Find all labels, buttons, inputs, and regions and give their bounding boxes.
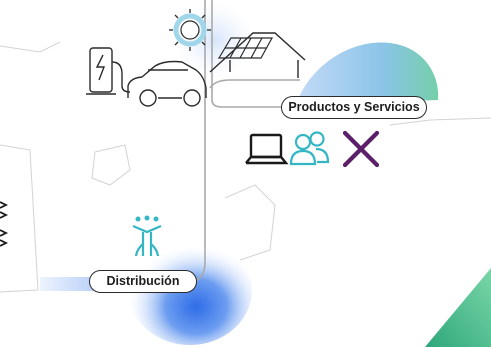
laptop-icon — [245, 133, 289, 165]
users-icon — [289, 131, 330, 166]
distribution-label: Distribución — [89, 270, 197, 293]
blue-glow-top — [175, 2, 255, 78]
left-edge-marks — [0, 201, 9, 247]
products-services-label: Productos y Servicios — [281, 96, 427, 119]
solar-panel-icon — [217, 37, 274, 59]
top-right-blob — [300, 42, 439, 105]
close-x-icon — [342, 130, 380, 168]
house-icon — [209, 32, 306, 78]
distribution-tower-icon — [132, 215, 162, 257]
car-icon — [127, 60, 207, 107]
background-sketch — [0, 41, 491, 293]
sun-icon — [169, 9, 211, 51]
green-corner — [425, 268, 491, 347]
ev-charger-icon — [86, 47, 131, 95]
